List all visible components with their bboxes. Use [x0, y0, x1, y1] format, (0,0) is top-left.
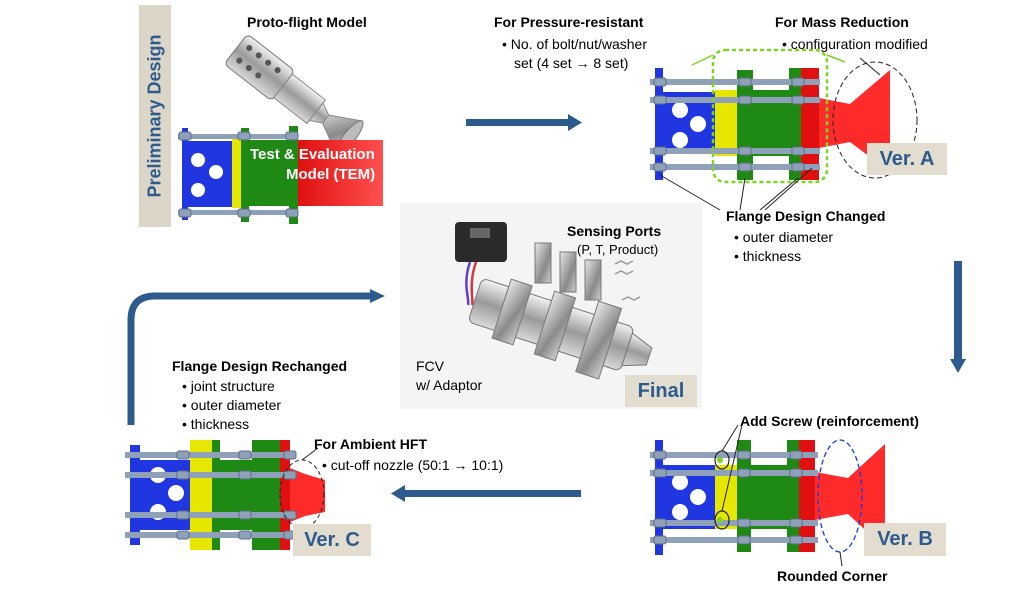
ver-a-badge: Ver. A — [867, 143, 947, 175]
flange-changed-pointers — [659, 167, 813, 211]
final-assembly-image — [400, 203, 702, 409]
mass-reduction-bullet: • configuration modified — [782, 36, 928, 52]
arrow-right-top — [466, 114, 582, 131]
ver-c-badge: Ver. C — [293, 524, 371, 556]
ver-c-assembly-image — [125, 440, 325, 550]
rechanged-bullet-2: • outer diameter — [182, 397, 282, 413]
flange-rechanged-title: Flange Design Rechanged — [172, 358, 348, 374]
add-screw-label: Add Screw (reinforcement) — [740, 413, 919, 429]
sensing-ports-title: Sensing Ports — [567, 223, 662, 239]
pressure-bullet-1: • No. of bolt/nut/washer — [502, 36, 647, 52]
mass-reduction-title: For Mass Reduction — [775, 14, 909, 30]
sensing-ports-sub: (P, T, Product) — [577, 242, 659, 257]
tem-label-line2: Model (TEM) — [286, 166, 376, 183]
arrow-up-curve — [127, 289, 385, 425]
pressure-bullet-2: set (4 set → 8 set) — [514, 55, 629, 71]
ver-b-badge: Ver. B — [864, 523, 946, 556]
ambient-hft-bullet: • cut-off nozzle (50:1 → 10:1) — [322, 457, 504, 473]
flange-changed-title: Flange Design Changed — [726, 208, 886, 224]
flange-changed-bullet-1: • outer diameter — [734, 229, 834, 245]
rechanged-bullet-1: • joint structure — [182, 378, 275, 394]
arrow-down-right — [950, 261, 966, 373]
tem-assembly-image — [178, 126, 383, 224]
arrow-left-bottom — [391, 485, 581, 502]
rounded-corner-label: Rounded Corner — [777, 568, 888, 584]
pressure-resistant-title: For Pressure-resistant — [494, 14, 644, 30]
fcv-label-line1: FCV — [416, 358, 444, 374]
ver-b-assembly-image — [650, 424, 885, 567]
preliminary-design-sidebar — [139, 5, 171, 227]
ambient-hft-title: For Ambient HFT — [314, 436, 428, 452]
flange-changed-bullet-2: • thickness — [734, 248, 802, 264]
fcv-label-line2: w/ Adaptor — [416, 377, 483, 393]
rechanged-bullet-3: • thickness — [182, 416, 250, 432]
tem-label-line1: Test & Evaluation — [250, 146, 375, 163]
proto-flight-model-label: Proto-flight Model — [247, 14, 367, 30]
flow-arrows — [127, 114, 966, 502]
ver-a-assembly-image — [650, 48, 918, 184]
final-badge: Final — [625, 375, 697, 407]
